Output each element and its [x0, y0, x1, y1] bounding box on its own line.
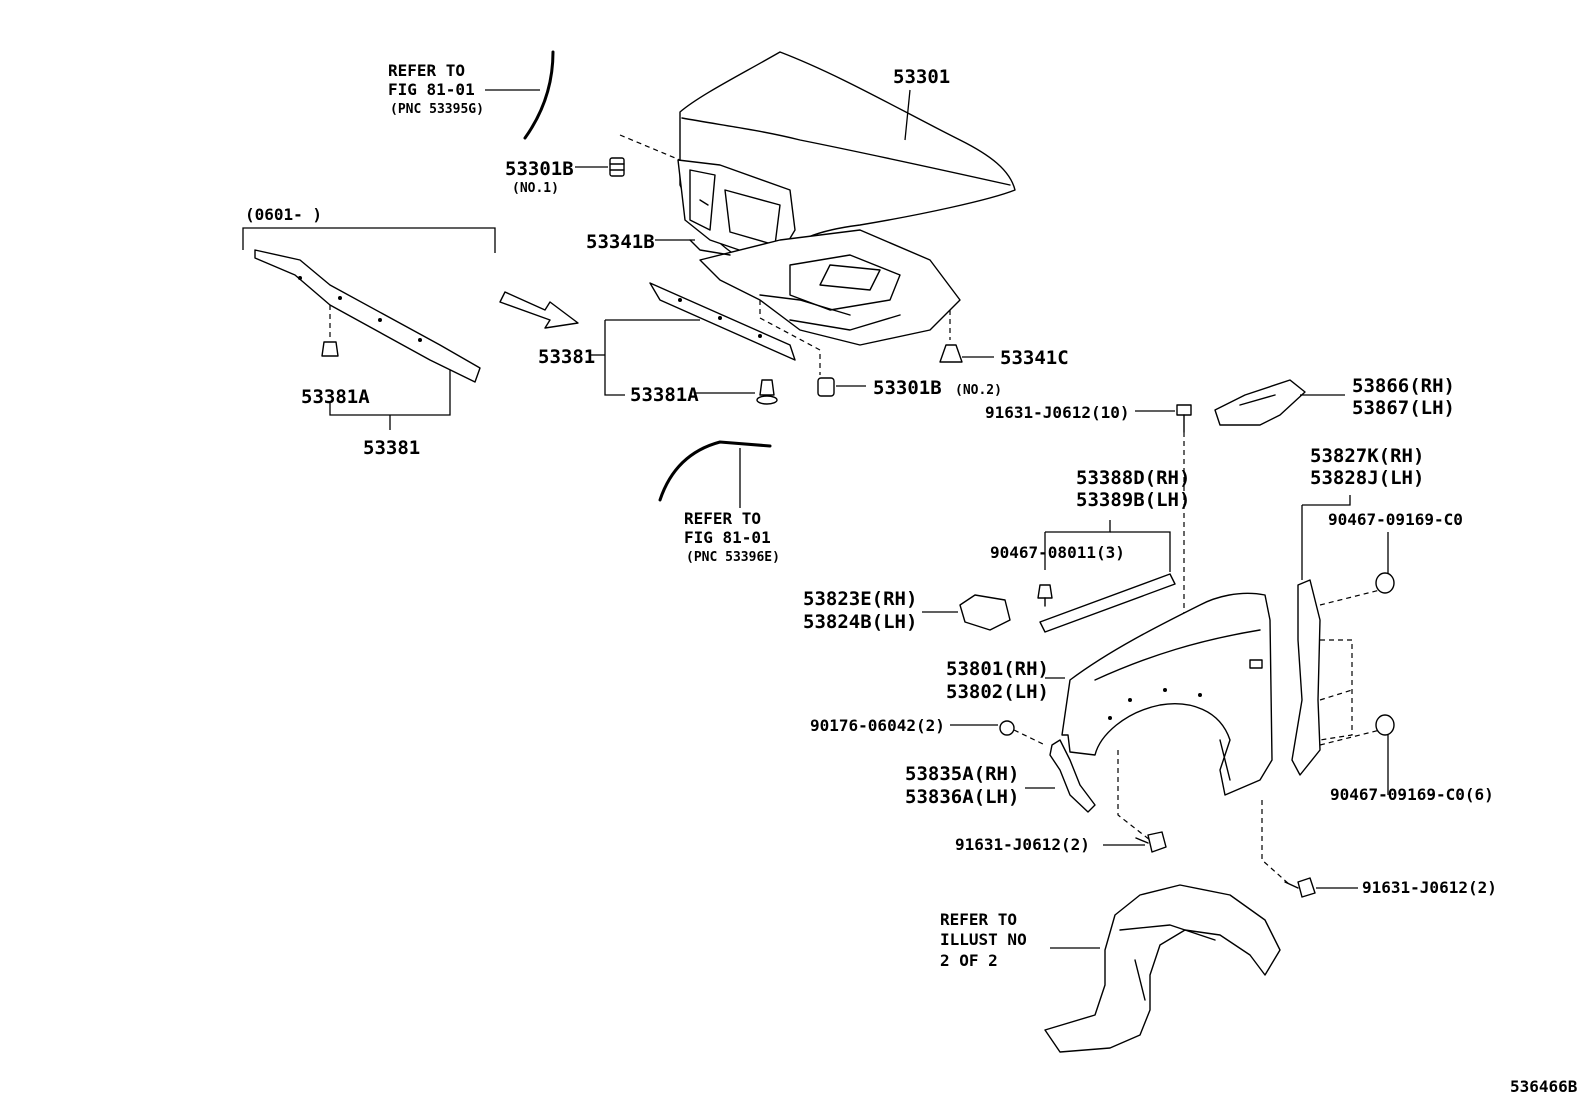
refer-to-label: REFER TO — [940, 910, 1017, 929]
refer-to-label: REFER TO — [684, 509, 761, 528]
part-number-90467-c0-6[interactable]: 90467-09169-C0(6) — [1330, 785, 1494, 804]
arrow-icon — [499, 291, 579, 329]
part-number-91631-10[interactable]: 91631-J0612(10) — [985, 403, 1130, 422]
pnc-reference: (PNC 53395G) — [390, 102, 484, 117]
fender-front-bracket[interactable] — [959, 594, 1011, 631]
part-number-53823E[interactable]: 53823E(RH) — [803, 588, 917, 610]
part-number-53801[interactable]: 53801(RH) — [946, 658, 1049, 680]
part-number-53381-left[interactable]: 53381 — [363, 437, 420, 459]
part-number-91631-2-right[interactable]: 91631-J0612(2) — [1362, 878, 1497, 897]
part-number-53824B[interactable]: 53824B(LH) — [803, 611, 917, 633]
part-number-90467-08011[interactable]: 90467-08011(3) — [990, 543, 1125, 562]
figure-reference: FIG 81-01 — [684, 528, 771, 547]
part-number-90176[interactable]: 90176-06042(2) — [810, 716, 945, 735]
part-number-53867[interactable]: 53867(LH) — [1352, 397, 1455, 419]
fender-lower-bracket[interactable] — [1049, 739, 1096, 813]
note-no1: (NO.1) — [512, 181, 559, 196]
part-number-53827K[interactable]: 53827K(RH) — [1310, 445, 1424, 467]
nut-icon — [999, 720, 1015, 736]
bolt-icon — [1284, 877, 1316, 898]
fender-side-seal[interactable] — [1291, 579, 1321, 776]
hood-seal-side[interactable] — [658, 440, 772, 502]
part-number-91631-2-mid[interactable]: 91631-J0612(2) — [955, 835, 1090, 854]
figure-reference: FIG 81-01 — [388, 80, 475, 99]
hood-insulator[interactable] — [689, 229, 961, 346]
part-number-53301B-no2[interactable]: 53301B — [873, 377, 942, 399]
illustration-reference: ILLUST NO — [940, 930, 1027, 949]
part-number-53301B-no1[interactable]: 53301B — [505, 158, 574, 180]
fender-liner[interactable] — [1044, 884, 1281, 1053]
hood-stopper-no1[interactable] — [609, 157, 625, 177]
part-number-53866[interactable]: 53866(RH) — [1352, 375, 1455, 397]
part-number-53381A-left[interactable]: 53381A — [301, 386, 370, 408]
date-range-label: (0601- ) — [245, 205, 322, 224]
part-number-90467-top[interactable]: 90467-09169-C0 — [1328, 510, 1463, 529]
part-number-53835A[interactable]: 53835A(RH) — [905, 763, 1019, 785]
bolt-icon — [1135, 831, 1167, 853]
part-number-53828J[interactable]: 53828J(LH) — [1310, 467, 1424, 489]
part-number-53381-right[interactable]: 53381 — [538, 346, 595, 368]
hood-panel[interactable] — [677, 51, 1016, 261]
bolt-icon — [1176, 404, 1192, 433]
hood-stopper-no2[interactable] — [817, 377, 835, 397]
fender-top-strip[interactable] — [1039, 573, 1176, 633]
part-number-53388D[interactable]: 53388D(RH) — [1076, 467, 1190, 489]
clip-icon — [1037, 584, 1053, 607]
clip-icon — [756, 379, 778, 405]
part-number-53341B[interactable]: 53341B — [586, 231, 655, 253]
illustration-page: 2 OF 2 — [940, 951, 998, 970]
fender-seal-upper[interactable] — [1214, 379, 1306, 426]
date-bracket — [242, 227, 496, 253]
part-number-53802[interactable]: 53802(LH) — [946, 681, 1049, 703]
part-number-53389B[interactable]: 53389B(LH) — [1076, 489, 1190, 511]
clip-icon — [1375, 714, 1395, 736]
part-number-53381A-right[interactable]: 53381A — [630, 384, 699, 406]
refer-to-label: REFER TO — [388, 61, 465, 80]
hood-front-seal-left[interactable] — [254, 249, 481, 383]
note-no2: (NO.2) — [955, 383, 1002, 398]
clip-icon — [939, 344, 963, 363]
part-number-53301[interactable]: 53301 — [893, 66, 950, 88]
pnc-reference: (PNC 53396E) — [686, 550, 780, 565]
clip-icon — [321, 341, 339, 357]
front-fender[interactable] — [1061, 592, 1273, 796]
hood-seal-top[interactable] — [523, 50, 555, 140]
part-number-53836A[interactable]: 53836A(LH) — [905, 786, 1019, 808]
diagram-id: 536466B — [1510, 1077, 1578, 1096]
hood-front-seal-right[interactable] — [649, 282, 796, 361]
clip-icon — [1375, 572, 1395, 594]
part-number-53341C[interactable]: 53341C — [1000, 347, 1069, 369]
